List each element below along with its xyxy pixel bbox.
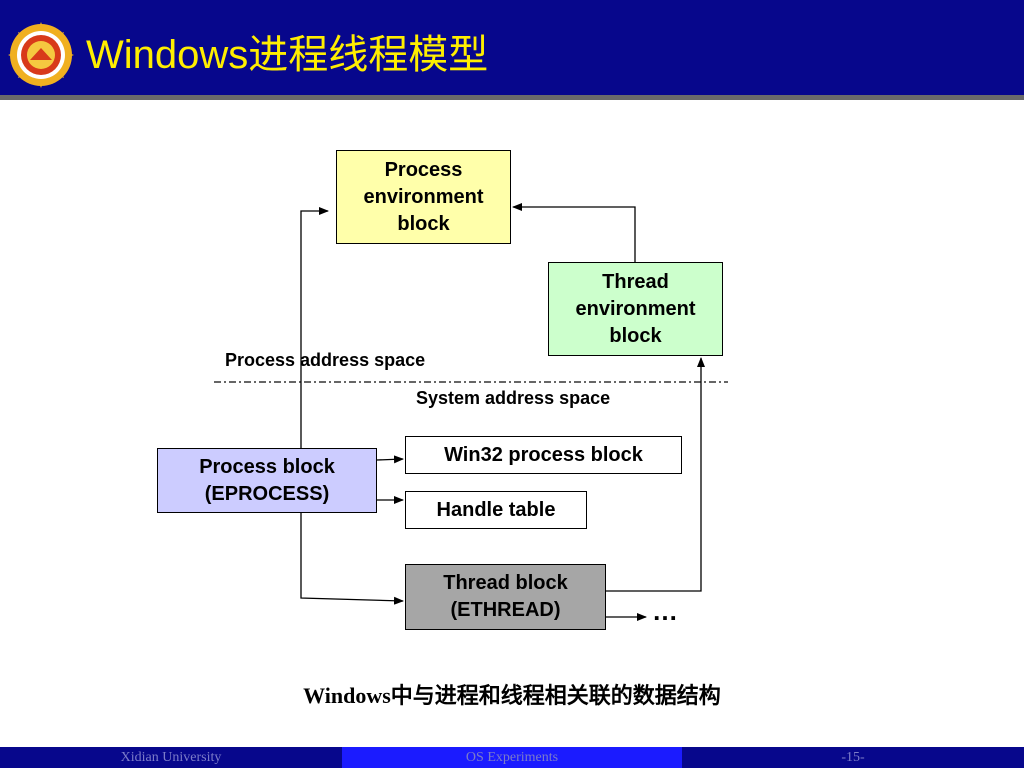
process-address-space-label: Process address space (225, 350, 426, 370)
university-emblem-icon (8, 22, 74, 88)
arrow-eprocess-to-win32 (376, 455, 404, 464)
handle-table: Handle table (405, 491, 587, 529)
system-address-space-label: System address space (416, 388, 611, 408)
arrow-teb-to-peb (512, 203, 636, 262)
eprocess-label: Process block (EPROCESS) (199, 455, 335, 505)
handle-table-label: Handle table (436, 498, 556, 521)
process-environment-block: Process environment block (336, 150, 511, 244)
thread-block-ethread: Thread block (ETHREAD) (405, 564, 606, 630)
footer-course: OS Experiments (342, 747, 682, 768)
footer-university: Xidian University (0, 747, 342, 768)
peb-label: Process environment block (363, 158, 484, 235)
teb-label: Thread environment block (575, 270, 696, 347)
arrow-ethread-to-teb (606, 357, 705, 592)
win32-process-block: Win32 process block (405, 436, 682, 474)
more-threads-ellipsis: … (652, 596, 678, 626)
title-bar (0, 0, 1024, 95)
footer-bar: Xidian University OS Experiments -15- (0, 747, 1024, 768)
slide-title: Windows进程线程模型 (86, 33, 489, 77)
footer-page-number: -15- (682, 747, 1024, 768)
thread-environment-block: Thread environment block (548, 262, 723, 356)
win32-label: Win32 process block (444, 443, 643, 466)
title-bar-rule (0, 95, 1024, 100)
process-block-eprocess: Process block (EPROCESS) (157, 448, 377, 513)
ethread-label: Thread block (ETHREAD) (443, 572, 568, 621)
figure-caption: Windows中与进程和线程相关联的数据结构 (303, 683, 721, 708)
arrow-eprocess-to-ethread (300, 513, 404, 605)
arrow-eprocess-to-peb (300, 207, 329, 448)
